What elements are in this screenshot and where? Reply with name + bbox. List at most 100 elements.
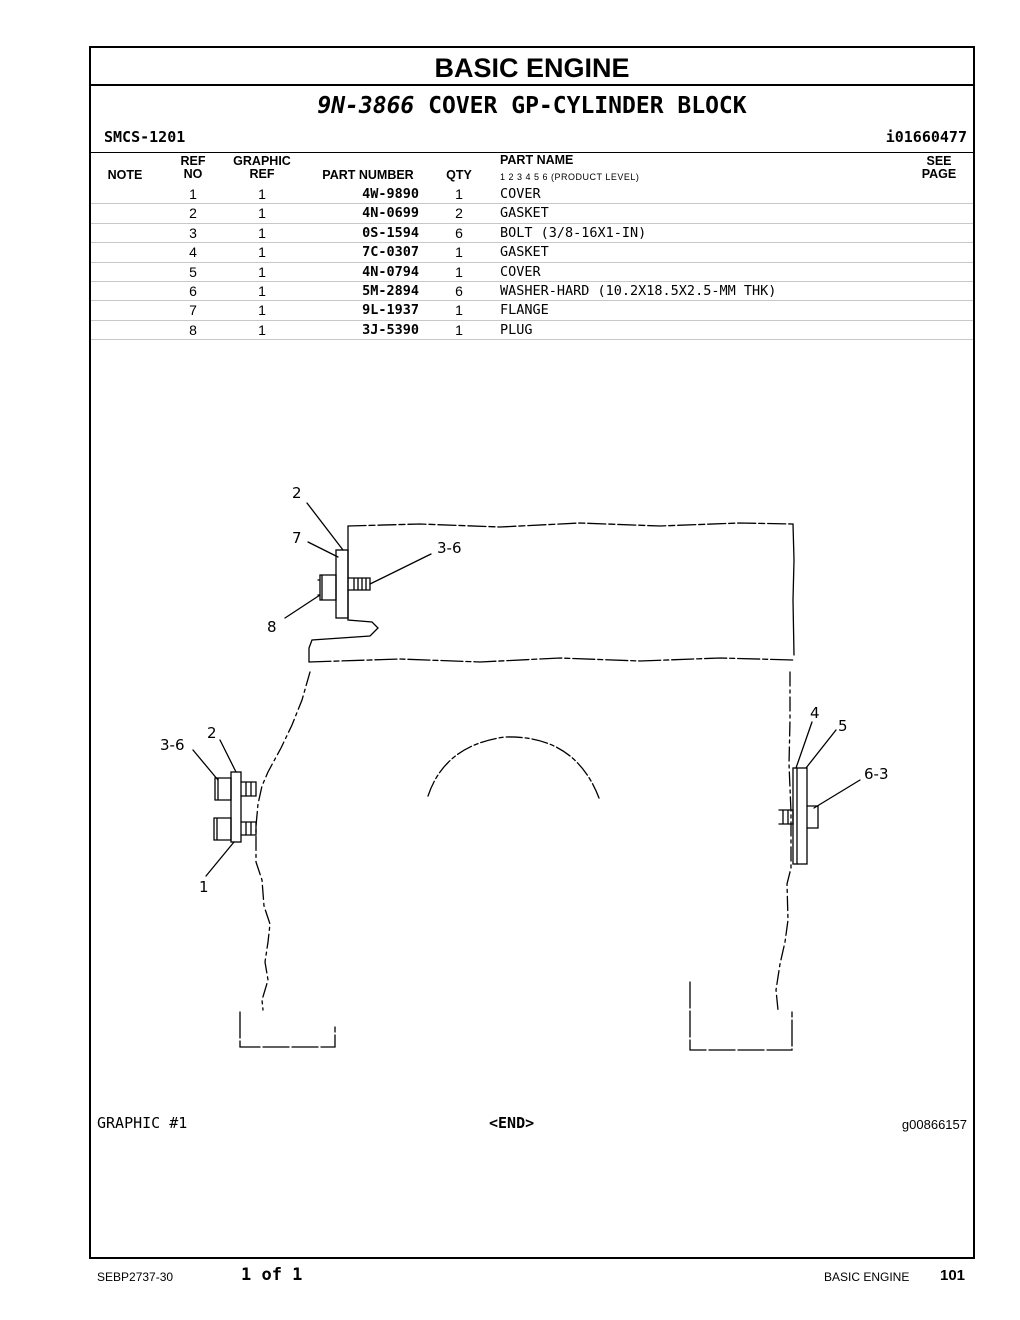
leader-right-5	[805, 729, 837, 769]
table-row: 8 1 3J-5390 1 PLUG	[91, 321, 973, 341]
block-right-profile	[775, 671, 792, 1011]
col-ref-header-top: REF	[180, 154, 206, 168]
block-left-step	[308, 525, 379, 663]
graphic-ref-cell: 1	[258, 263, 266, 280]
table-row: 5 1 4N-0794 1 COVER	[91, 263, 973, 282]
col-note-header: NOTE	[107, 168, 143, 182]
page-number: 101	[940, 1267, 966, 1284]
part-number-cell: 0S-1594	[362, 224, 419, 241]
footer-section: BASIC ENGINE	[824, 1270, 910, 1284]
left-bolt-upper-head	[214, 777, 232, 801]
part-name-cell: COVER	[500, 186, 541, 202]
leader-right-4	[795, 721, 813, 769]
left-cover	[230, 771, 242, 843]
callout-top-7: 7	[292, 529, 302, 547]
col-see-header-bottom: PAGE	[921, 167, 957, 181]
leader-right-63	[813, 779, 861, 809]
callout-top-3-6: 3-6	[437, 539, 462, 557]
block-left-foot	[239, 1011, 336, 1048]
group-name: COVER GP-CYLINDER BLOCK	[428, 93, 747, 119]
col-part-number-header: PART NUMBER	[322, 168, 414, 182]
callout-top-8: 8	[267, 618, 277, 636]
part-number-cell: 7C-0307	[362, 244, 419, 261]
qty-cell: 6	[455, 224, 463, 241]
callout-right-4: 4	[810, 704, 820, 722]
callout-left-1: 1	[199, 878, 209, 896]
page-of: 1 of 1	[241, 1265, 303, 1285]
smcs-code: SMCS-1201	[104, 128, 186, 146]
callout-top-2: 2	[292, 484, 302, 502]
qty-cell: 2	[455, 205, 463, 222]
leader-top-2	[306, 502, 344, 551]
table-row: 6 1 5M-2894 6 WASHER-HARD (10.2X18.5X2.5…	[91, 282, 973, 302]
qty-cell: 1	[455, 321, 463, 338]
leader-top-36	[369, 553, 432, 585]
table-row: 7 1 9L-1937 1 FLANGE	[91, 301, 973, 321]
ref-cell: 3	[189, 224, 197, 241]
end-marker: <END>	[489, 1114, 535, 1132]
block-right-edge	[792, 523, 795, 656]
col-graphic-header: GRAPHIC REF	[227, 155, 297, 181]
leader-top-8	[284, 594, 321, 619]
ref-cell: 4	[189, 244, 197, 261]
block-top-edge	[347, 522, 794, 528]
table-row: 3 1 0S-1594 6 BOLT (3/8-16X1-IN)	[91, 224, 973, 244]
leader-left-2	[219, 739, 237, 773]
part-number-cell: 5M-2894	[362, 282, 419, 299]
right-bolt-head	[806, 805, 819, 829]
ref-cell: 8	[189, 321, 197, 338]
ref-cell: 2	[189, 205, 197, 222]
graphic-ref-cell: 1	[258, 302, 266, 319]
table-row: 1 1 4W-9890 1 COVER	[91, 185, 973, 205]
leader-left-1	[205, 841, 235, 877]
leader-top-7	[307, 541, 339, 558]
qty-cell: 1	[455, 302, 463, 319]
top-bolt	[347, 577, 371, 591]
part-number-cell: 9L-1937	[362, 302, 419, 319]
graphic-ref-cell: 1	[258, 321, 266, 338]
block-bottom-edge	[308, 657, 795, 663]
col-qty-header: QTY	[446, 168, 472, 182]
leader-left-36	[192, 749, 219, 781]
document-number: SEBP2737-30	[97, 1270, 174, 1284]
part-number-cell: 4N-0794	[362, 263, 419, 280]
callout-left-3-6: 3-6	[160, 736, 185, 754]
group-part-number: 9N-3866	[317, 93, 415, 119]
graphic-id: g00866157	[901, 1117, 967, 1132]
col-see-header-top: SEE	[926, 154, 952, 168]
qty-cell: 1	[455, 244, 463, 261]
part-name-cell: COVER	[500, 263, 541, 280]
right-cover	[792, 767, 808, 865]
part-number-cell: 3J-5390	[362, 321, 419, 338]
top-flange	[335, 549, 349, 619]
part-name-cell: PLUG	[500, 321, 533, 338]
col-ref-header: REF NO	[173, 155, 213, 181]
callout-left-2: 2	[207, 724, 217, 742]
graphic-ref-cell: 1	[258, 224, 266, 241]
left-bolt-lower-head	[213, 817, 232, 841]
graphic-label: GRAPHIC #1	[97, 1114, 188, 1132]
graphic-ref-cell: 1	[258, 244, 266, 261]
graphic-ref-cell: 1	[258, 282, 266, 299]
section-title: BASIC ENGINE	[91, 48, 973, 86]
part-number-cell: 4W-9890	[362, 186, 419, 202]
ref-cell: 7	[189, 302, 197, 319]
col-ref-header-bottom: NO	[183, 167, 203, 181]
part-number-cell: 4N-0699	[362, 205, 419, 222]
group-title: 9N-3866 COVER GP-CYLINDER BLOCK	[91, 93, 973, 119]
col-part-name-header: PART NAME	[500, 153, 574, 167]
part-name-cell: GASKET	[500, 205, 549, 222]
left-bolt-lower-shank	[240, 821, 257, 836]
table-row: 4 1 7C-0307 1 GASKET	[91, 243, 973, 263]
header-divider	[91, 152, 973, 153]
part-name-cell: FLANGE	[500, 302, 549, 319]
part-name-cell: WASHER-HARD (10.2X18.5X2.5-MM THK)	[500, 282, 777, 299]
qty-cell: 6	[455, 282, 463, 299]
callout-right-6-3: 6-3	[864, 765, 889, 783]
graphic-ref-cell: 1	[258, 186, 266, 202]
qty-cell: 1	[455, 263, 463, 280]
product-levels: 1 2 3 4 5 6 (PRODUCT LEVEL)	[500, 172, 640, 182]
parts-table: 1 1 4W-9890 1 COVER 2 1 4N-0699 2 GASKET…	[91, 185, 973, 341]
ref-cell: 1	[189, 186, 197, 202]
